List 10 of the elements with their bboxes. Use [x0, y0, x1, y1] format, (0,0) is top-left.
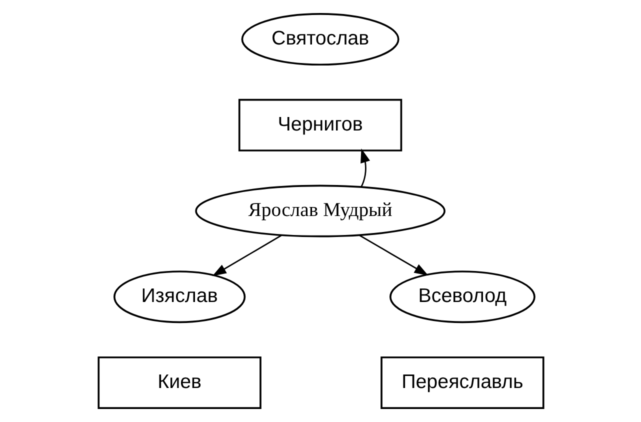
- node-ellipse: Святослав: [240, 13, 399, 66]
- arrow: [360, 148, 370, 188]
- node-ellipse: Изяслав: [113, 270, 246, 324]
- arrow: [212, 234, 282, 276]
- node-box: Чернигов: [238, 98, 402, 152]
- node-box: Переяславль: [380, 356, 544, 409]
- arrow: [358, 234, 428, 276]
- node-ellipse: Ярослав Мудрый: [194, 184, 445, 238]
- node-box: Киев: [97, 356, 261, 409]
- node-ellipse: Всеволод: [388, 270, 535, 324]
